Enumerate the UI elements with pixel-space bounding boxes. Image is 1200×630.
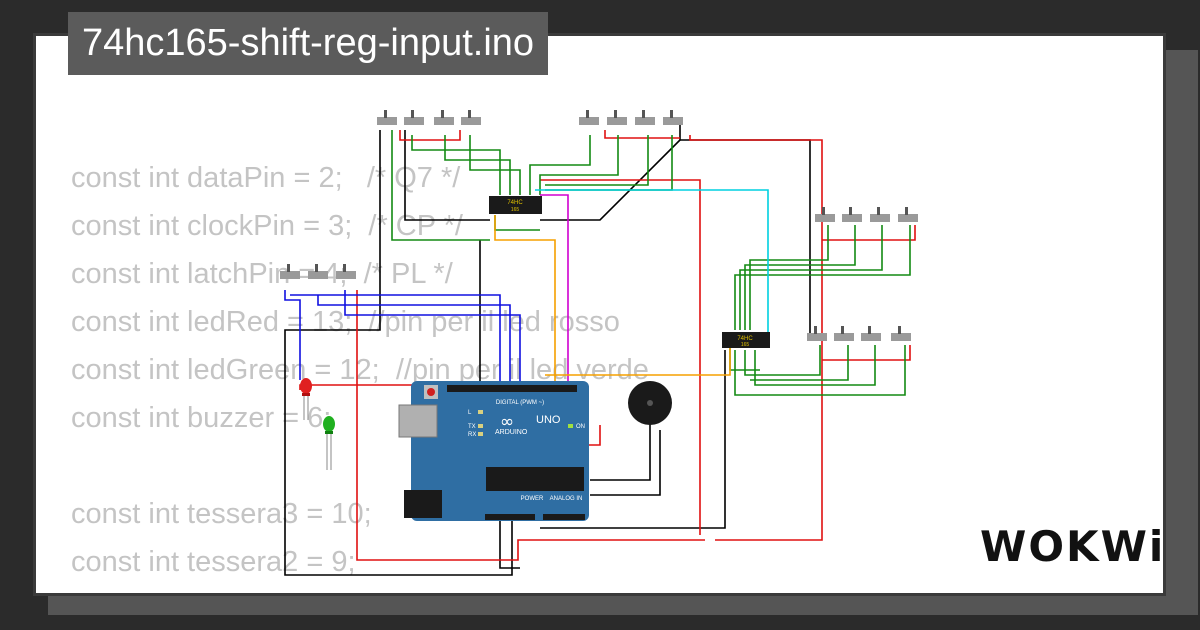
chip-label-bottom: 165	[511, 207, 520, 213]
switch-group-top-right	[579, 110, 683, 125]
wire-green	[744, 225, 856, 330]
code-line: const int buzzer = 6;	[71, 402, 332, 434]
wire-green	[734, 345, 906, 396]
wire-blue	[344, 290, 521, 385]
chip-label-bottom: 165	[741, 342, 750, 348]
code-line: const int latchPin = 4; /* PL */	[71, 258, 453, 290]
wire-black	[540, 125, 681, 221]
red-led	[300, 378, 312, 420]
wire-green	[754, 345, 876, 386]
code-preview: const int dataPin = 2; /* Q7 */ const in…	[71, 154, 649, 593]
wire-black	[590, 430, 661, 496]
wire-green	[744, 345, 821, 376]
wire-black	[499, 520, 520, 569]
power-label: POWER	[521, 496, 544, 502]
microcontroller-chip	[486, 467, 584, 491]
reset-button	[427, 388, 435, 396]
on-label: ON	[576, 424, 585, 430]
wire-green	[411, 135, 501, 195]
wire-red	[356, 290, 705, 561]
wire-green	[469, 135, 521, 195]
wire-black	[404, 130, 490, 221]
wire-blue	[290, 294, 501, 385]
wire-blue	[317, 295, 511, 385]
wire-black	[284, 130, 513, 576]
wire-magenta	[540, 194, 569, 385]
switch-group-left	[280, 264, 356, 279]
wire-green	[750, 345, 849, 381]
wire-orange	[545, 345, 731, 376]
wire-green	[529, 135, 591, 195]
l-label: L	[468, 410, 472, 416]
chip-label-top: 74HC	[507, 200, 523, 206]
power-header	[485, 514, 535, 520]
project-preview-card[interactable]: const int dataPin = 2; /* Q7 */ const in…	[33, 33, 1166, 596]
shift-register-chip-2: 74HC 165	[722, 332, 770, 348]
wire-green	[444, 135, 511, 195]
wire-green	[539, 135, 619, 195]
wire-black	[540, 350, 726, 529]
wire-red	[689, 135, 823, 541]
switch-group-top-left	[377, 110, 481, 125]
code-line: const int clockPin = 3; /* CP */	[71, 210, 463, 242]
wire-red	[540, 179, 701, 535]
rx-label: RX	[468, 432, 476, 438]
code-line: const int tessera3 = 10;	[71, 498, 372, 530]
wire-blue	[284, 290, 301, 380]
tx-label: TX	[468, 424, 476, 430]
project-title[interactable]: 74hc165-shift-reg-input.ino	[68, 12, 549, 75]
code-line: const int ledRed = 13; //pin per il led …	[71, 306, 620, 338]
digital-label: DIGITAL (PWM ~)	[496, 400, 544, 406]
analog-label: ANALOG IN	[550, 496, 583, 502]
wire-green	[734, 225, 911, 330]
wire-red	[822, 345, 911, 361]
chip-label-top: 74HC	[737, 336, 753, 342]
wire-red	[822, 225, 916, 241]
code-line: const int ledGreen = 12; //pin per il le…	[71, 354, 649, 386]
shift-register-chip-1: 74HC 165	[489, 196, 542, 214]
code-line: const int dataPin = 2; /* Q7 */	[71, 162, 461, 194]
board-name: ARDUINO	[495, 429, 528, 436]
wire-red	[399, 130, 461, 141]
wire-black	[590, 420, 651, 481]
board-model: UNO	[536, 414, 561, 426]
arduino-uno-board: DIGITAL (PWM ~) ∞ UNO ARDUINO L TX RX ON…	[398, 381, 589, 521]
green-led	[323, 416, 335, 470]
switch-group-right-lower	[807, 326, 911, 341]
power-jack	[404, 490, 442, 518]
usb-port	[398, 404, 438, 438]
buzzer	[628, 381, 672, 425]
wire-green	[545, 135, 673, 191]
wire-red	[604, 130, 680, 139]
wire-green	[391, 130, 490, 241]
wire-green	[749, 225, 829, 330]
wire-green	[739, 225, 883, 330]
digital-header	[447, 385, 577, 392]
switch-group-right-upper	[815, 207, 918, 222]
wires	[284, 125, 916, 576]
wire-green	[545, 135, 649, 186]
wire-cyan	[535, 189, 769, 338]
wokwi-logo[interactable]: WOKWi	[980, 522, 1166, 571]
wire-orange	[494, 215, 556, 385]
wire-green	[494, 215, 540, 231]
wire-black	[680, 139, 811, 160]
arduino-logo-icon: ∞	[500, 412, 514, 432]
code-line: const int tessera2 = 9;	[71, 546, 356, 578]
analog-header	[543, 514, 585, 520]
